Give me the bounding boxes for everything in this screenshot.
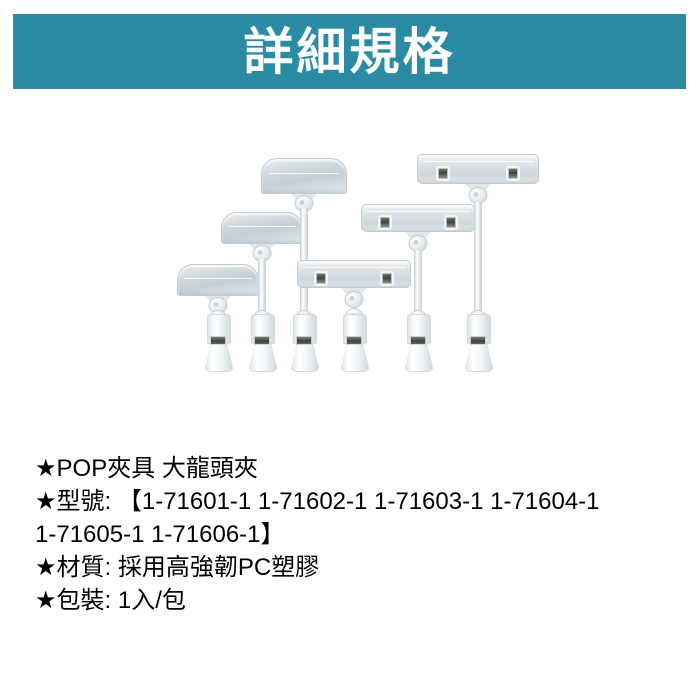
sign-plate-tab-left — [316, 273, 326, 284]
sign-plate-dome — [177, 264, 259, 296]
sign-plate-tab-left — [380, 217, 390, 228]
clip-head-6 — [417, 154, 539, 184]
sign-plate-dome — [261, 158, 347, 194]
spec-line-model-part-1: ★型號: 【1-71601-1 1-71602-1 1-71603-1 1-71… — [35, 488, 600, 515]
spec-line-material: ★材質: 採用高強韌PC塑膠 — [35, 554, 320, 581]
clip-stem — [258, 258, 266, 314]
sign-plate-tab-right — [446, 217, 456, 228]
spec-line-product-name: ★POP夾具 大龍頭夾 — [35, 455, 258, 482]
sign-plate-tab-right — [382, 273, 392, 284]
specification-text-block: ★POP夾具 大龍頭夾 ★型號: 【1-71601-1 1-71602-1 1-… — [35, 452, 695, 617]
sign-plate-wide — [361, 204, 475, 232]
sign-plate-wide — [297, 260, 411, 288]
clip-stem — [414, 250, 422, 314]
clamp-body — [339, 314, 370, 372]
page-title: 詳細規格 — [243, 23, 456, 80]
clamp-jaw — [464, 344, 494, 372]
clamp-jaw — [248, 344, 278, 372]
spec-line-model-part-2: 1-71605-1 1-71606-1】 — [35, 521, 285, 548]
clamp-body — [203, 314, 234, 372]
clamp-body — [403, 314, 434, 372]
clip-head-5 — [361, 204, 475, 232]
clamp-body — [463, 314, 494, 372]
clamp-body — [247, 314, 278, 372]
clamp-jaw — [204, 344, 234, 372]
clamp-jaw — [404, 344, 434, 372]
clamp-jaw — [290, 344, 320, 372]
clip-head-4 — [297, 260, 411, 288]
clip-head-2 — [221, 212, 303, 244]
clamp-body — [289, 314, 320, 372]
sign-plate-wide — [417, 154, 539, 184]
clamp-jaw — [340, 344, 370, 372]
clip-head-1 — [177, 264, 259, 296]
clip-head-3 — [261, 158, 347, 194]
section-header-banner: 詳細規格 — [13, 14, 686, 89]
product-photo — [0, 110, 700, 410]
sign-plate-dome — [221, 212, 303, 244]
clip-stem — [474, 202, 482, 314]
spec-line-packaging: ★包裝: 1入/包 — [35, 587, 186, 614]
sign-plate-tab-left — [438, 168, 448, 179]
sign-plate-tab-right — [508, 168, 518, 179]
swivel-ball-upper — [344, 291, 364, 308]
